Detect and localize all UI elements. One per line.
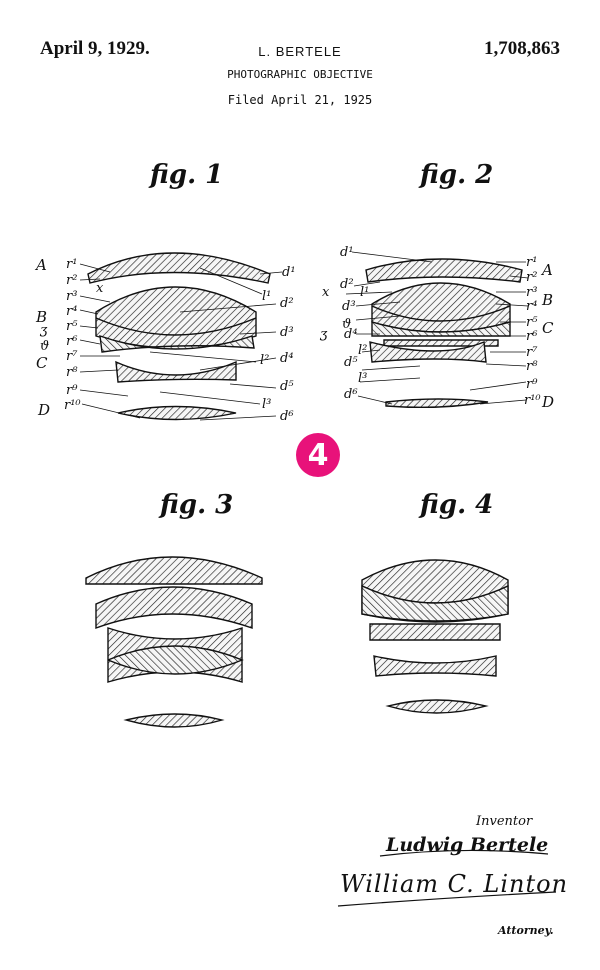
fig1-label-b: B (36, 308, 48, 326)
fig1-element-d (117, 405, 237, 421)
fig1-r4: r⁴ (66, 304, 78, 319)
fig2-r8: r⁸ (526, 359, 538, 374)
fig2-d4: d⁴ (344, 327, 358, 342)
fig2-r5: r⁵ (526, 315, 538, 330)
fig1-l3: l³ (262, 397, 272, 412)
fig4-element-4 (385, 699, 489, 714)
fig1-element-c (115, 360, 237, 383)
fig3-caption: fig. 3 (160, 490, 234, 520)
fig2-label-d: D (542, 393, 555, 411)
fig4-element-1b (361, 584, 509, 622)
fig2-d1: d¹ (340, 245, 354, 260)
fig1-r3: r³ (66, 289, 78, 304)
fig2-element-c-upper (371, 321, 511, 337)
fig1-r5: r⁵ (66, 319, 78, 334)
fig1-r10: r¹⁰ (64, 398, 81, 413)
fig1-label-a: A (36, 256, 47, 274)
fig1-r6: r⁶ (66, 334, 78, 349)
fig2-axis-x: x (322, 285, 330, 300)
inventor-signature: Ludwig Bertele (386, 834, 549, 856)
fig1-d4: d⁴ (280, 351, 294, 366)
fig1-caption: fig. 1 (150, 160, 224, 190)
fig2-r3: r³ (526, 285, 538, 300)
fig3-element-1 (85, 556, 263, 585)
fig2-r10: r¹⁰ (524, 393, 541, 408)
fig1-leader-lines (79, 263, 283, 421)
fig2-label-a: A (542, 261, 553, 279)
fig1-label-z: ʒ (40, 323, 48, 338)
fig2-cemented-surface (371, 305, 511, 322)
fig1-d1: d¹ (282, 265, 296, 280)
fig1-d2: d² (280, 296, 294, 311)
fig2-d2: d² (340, 277, 354, 292)
fig2-d5: d⁵ (344, 355, 358, 370)
fig4-element-2 (369, 623, 501, 641)
figure-number-badge: 4 (296, 433, 340, 477)
inventor-heading: L. BERTELE (258, 44, 342, 59)
patent-title: PHOTOGRAPHIC OBJECTIVE (227, 68, 373, 81)
fig1-r9: r⁹ (66, 383, 78, 398)
fig2-d6: d⁶ (344, 387, 358, 402)
fig2-r7: r⁷ (526, 345, 538, 360)
fig2-element-c (383, 339, 499, 347)
attorney-signature: William C. Linton (340, 870, 569, 898)
fig1-element-b (95, 286, 257, 349)
fig1-lens-system (79, 252, 283, 421)
fig1-r7: r⁷ (66, 349, 78, 364)
attorney-role-label: Attorney. (498, 924, 554, 937)
fig2-leader-lines (345, 251, 529, 405)
fig1-cemented-surface (95, 317, 257, 336)
filing-date: Filed April 21, 1925 (227, 93, 373, 107)
fig1-label-c: C (36, 354, 48, 372)
fig1-label-theta: ϑ (40, 339, 50, 354)
fig2-element-a (365, 258, 523, 283)
fig1-label-d: D (38, 401, 51, 419)
fig2-l1: l¹ (360, 285, 370, 300)
fig1-r2: r² (66, 273, 78, 288)
signature-flourish (337, 849, 557, 907)
fig2-r2: r² (526, 270, 538, 285)
fig4-caption: fig. 4 (420, 490, 494, 520)
fig4-element-3 (373, 655, 497, 677)
fig1-l1: l¹ (262, 289, 272, 304)
fig2-label-z: ʒ (320, 327, 328, 342)
fig3-lens-system (85, 556, 263, 728)
fig2-element-d (385, 398, 489, 409)
fig1-d3: d³ (280, 325, 294, 340)
fig1-d6: d⁶ (280, 409, 294, 424)
fig2-lens-system (345, 251, 529, 409)
inventor-role-label: Inventor (476, 814, 533, 829)
fig2-l3: l³ (358, 371, 368, 386)
fig1-l2: l² (260, 353, 270, 368)
fig2-label-c: C (542, 319, 554, 337)
fig2-l2: l² (358, 343, 368, 358)
patent-number: 1,708,863 (484, 38, 560, 59)
fig1-axis-x: x (96, 281, 104, 296)
fig3-cemented-surface (107, 645, 244, 675)
fig4-lens-system (361, 559, 509, 714)
fig1-r8: r⁸ (66, 365, 78, 380)
issue-date: April 9, 1929. (40, 38, 150, 59)
fig2-d3: d³ (342, 299, 356, 314)
fig2-r1: r¹ (526, 255, 538, 270)
fig2-caption: fig. 2 (420, 160, 494, 190)
fig2-label-b: B (542, 291, 554, 309)
fig3-element-2 (95, 586, 253, 630)
fig2-element-b (371, 282, 511, 333)
fig3-element-4 (123, 713, 225, 728)
fig1-element-a (87, 252, 271, 284)
fig2-label-theta: ϑ (342, 317, 352, 332)
fig2-r9: r⁹ (526, 377, 538, 392)
fig1-r1: r¹ (66, 257, 78, 272)
fig1-d5: d⁵ (280, 379, 294, 394)
fig2-r6: r⁶ (526, 329, 538, 344)
fig2-element-c-lower (369, 340, 487, 363)
fig1-element-c-upper (99, 334, 255, 353)
fig2-r4: r⁴ (526, 299, 538, 314)
